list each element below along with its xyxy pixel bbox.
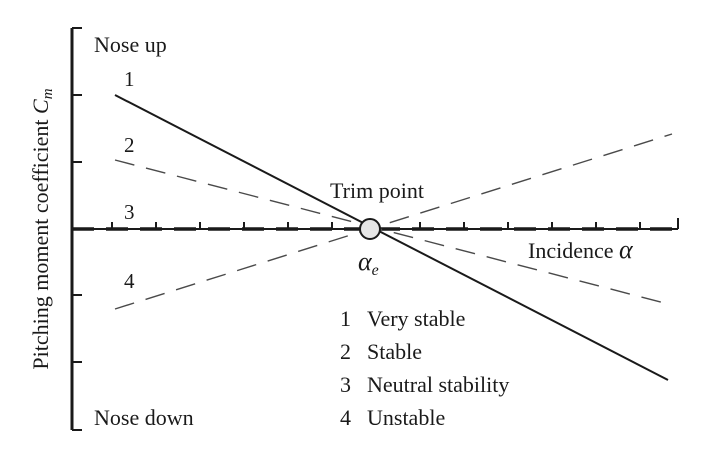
curve-number-4: 4 <box>124 269 135 293</box>
trim-point-label: Trim point <box>330 178 424 203</box>
nose-down-label: Nose down <box>94 405 194 430</box>
y-axis-cm-subscript: m <box>40 88 56 99</box>
y-axis-cm-symbol: C <box>28 99 53 114</box>
nose-up-label: Nose up <box>94 32 167 57</box>
alpha-e-symbol: α <box>358 247 373 276</box>
legend-label-2: Stable <box>367 339 422 364</box>
y-axis-title: Pitching moment coefficient Cm <box>28 88 56 369</box>
y-axis-title-text: Pitching moment coefficient <box>28 114 53 370</box>
alpha-e-label: αe <box>358 247 379 279</box>
legend: 1 Very stable 2 Stable 3 Neutral stabili… <box>340 306 509 430</box>
legend-num-1: 1 <box>340 306 351 331</box>
legend-num-4: 4 <box>340 405 351 430</box>
curve-number-3: 3 <box>124 200 135 224</box>
curve-1-very-stable <box>114 94 669 381</box>
curve-number-2: 2 <box>124 133 135 157</box>
trim-point-marker <box>359 218 381 240</box>
alpha-e-subscript: e <box>372 262 379 279</box>
legend-label-1: Very stable <box>367 306 465 331</box>
legend-label-4: Unstable <box>367 405 445 430</box>
x-axis-title-text: Incidence <box>528 238 619 263</box>
legend-num-3: 3 <box>340 372 351 397</box>
legend-label-3: Neutral stability <box>367 372 509 397</box>
curve-4-unstable <box>114 133 673 310</box>
legend-num-2: 2 <box>340 339 351 364</box>
curve-number-1: 1 <box>124 67 135 91</box>
x-axis-alpha-symbol: α <box>619 235 634 264</box>
x-axis-title: Incidence α <box>528 235 634 264</box>
